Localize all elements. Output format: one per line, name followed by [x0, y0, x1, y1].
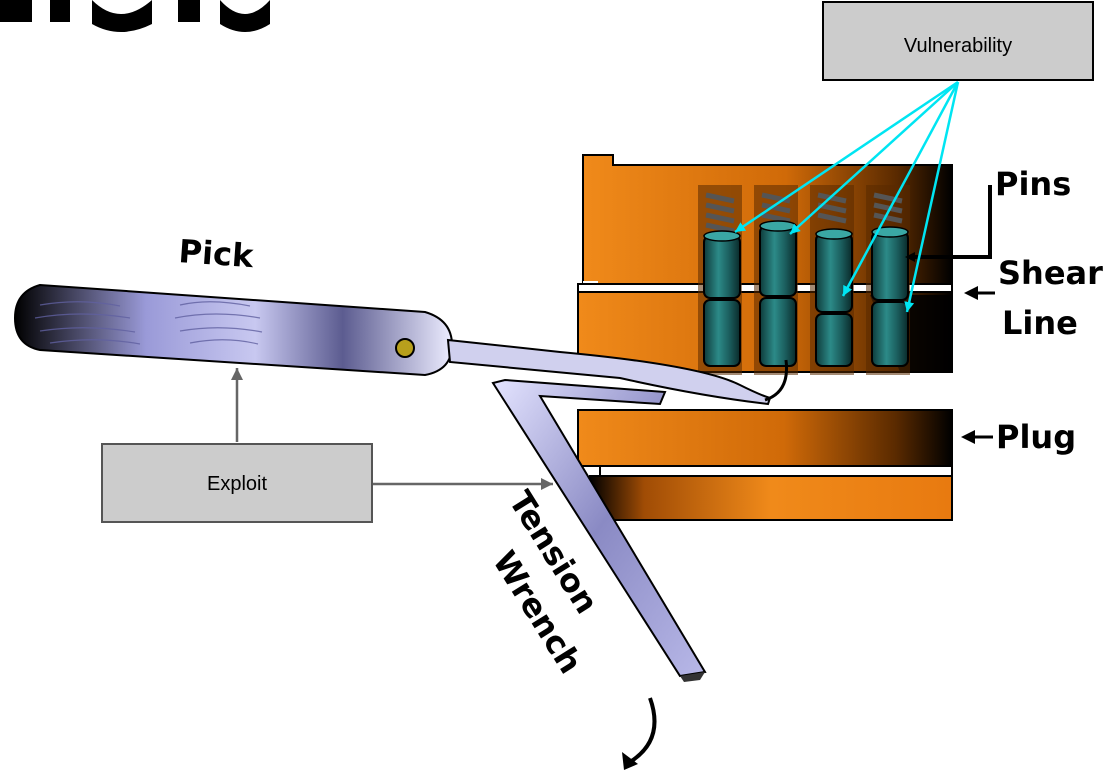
- shear-line-pointer: [964, 286, 995, 300]
- plug: [577, 409, 953, 521]
- tension-wrench: [491, 378, 707, 682]
- vulnerability-text: Vulnerability: [904, 35, 1012, 57]
- pin-4: [871, 226, 909, 367]
- vulnerability-arrow-1: [734, 80, 959, 234]
- vulnerability-arrow-4: [904, 81, 960, 313]
- pins-label: Pins: [995, 165, 1071, 203]
- line-label: Line: [1002, 304, 1078, 342]
- vulnerability-arrow-3: [841, 81, 960, 297]
- spring-2: [761, 192, 791, 224]
- spring-1: [705, 192, 735, 234]
- plug-pointer: [961, 430, 993, 444]
- pin-2: [759, 220, 797, 367]
- vulnerability-arrows: [734, 80, 960, 313]
- pins-bracket-tip: [905, 252, 915, 262]
- pin-1: [703, 230, 741, 367]
- cropped-title-fragment: [0, 0, 270, 32]
- shear-label: Shear: [998, 254, 1103, 292]
- pick-label: Pick: [177, 232, 255, 275]
- exploit-text: Exploit: [207, 473, 267, 495]
- pick-tool: [13, 283, 789, 406]
- exploit-arrows: [231, 368, 553, 490]
- vulnerability-arrow-2: [789, 81, 959, 235]
- pin-stacks: [698, 185, 910, 375]
- exploit-callout: Exploit: [101, 443, 373, 523]
- pin-3: [815, 228, 853, 367]
- plug-label: Plug: [996, 418, 1076, 456]
- vulnerability-callout: Vulnerability: [822, 1, 1094, 81]
- pins-bracket: [915, 185, 992, 259]
- rotation-arrow: [622, 697, 657, 770]
- spring-4: [873, 192, 903, 224]
